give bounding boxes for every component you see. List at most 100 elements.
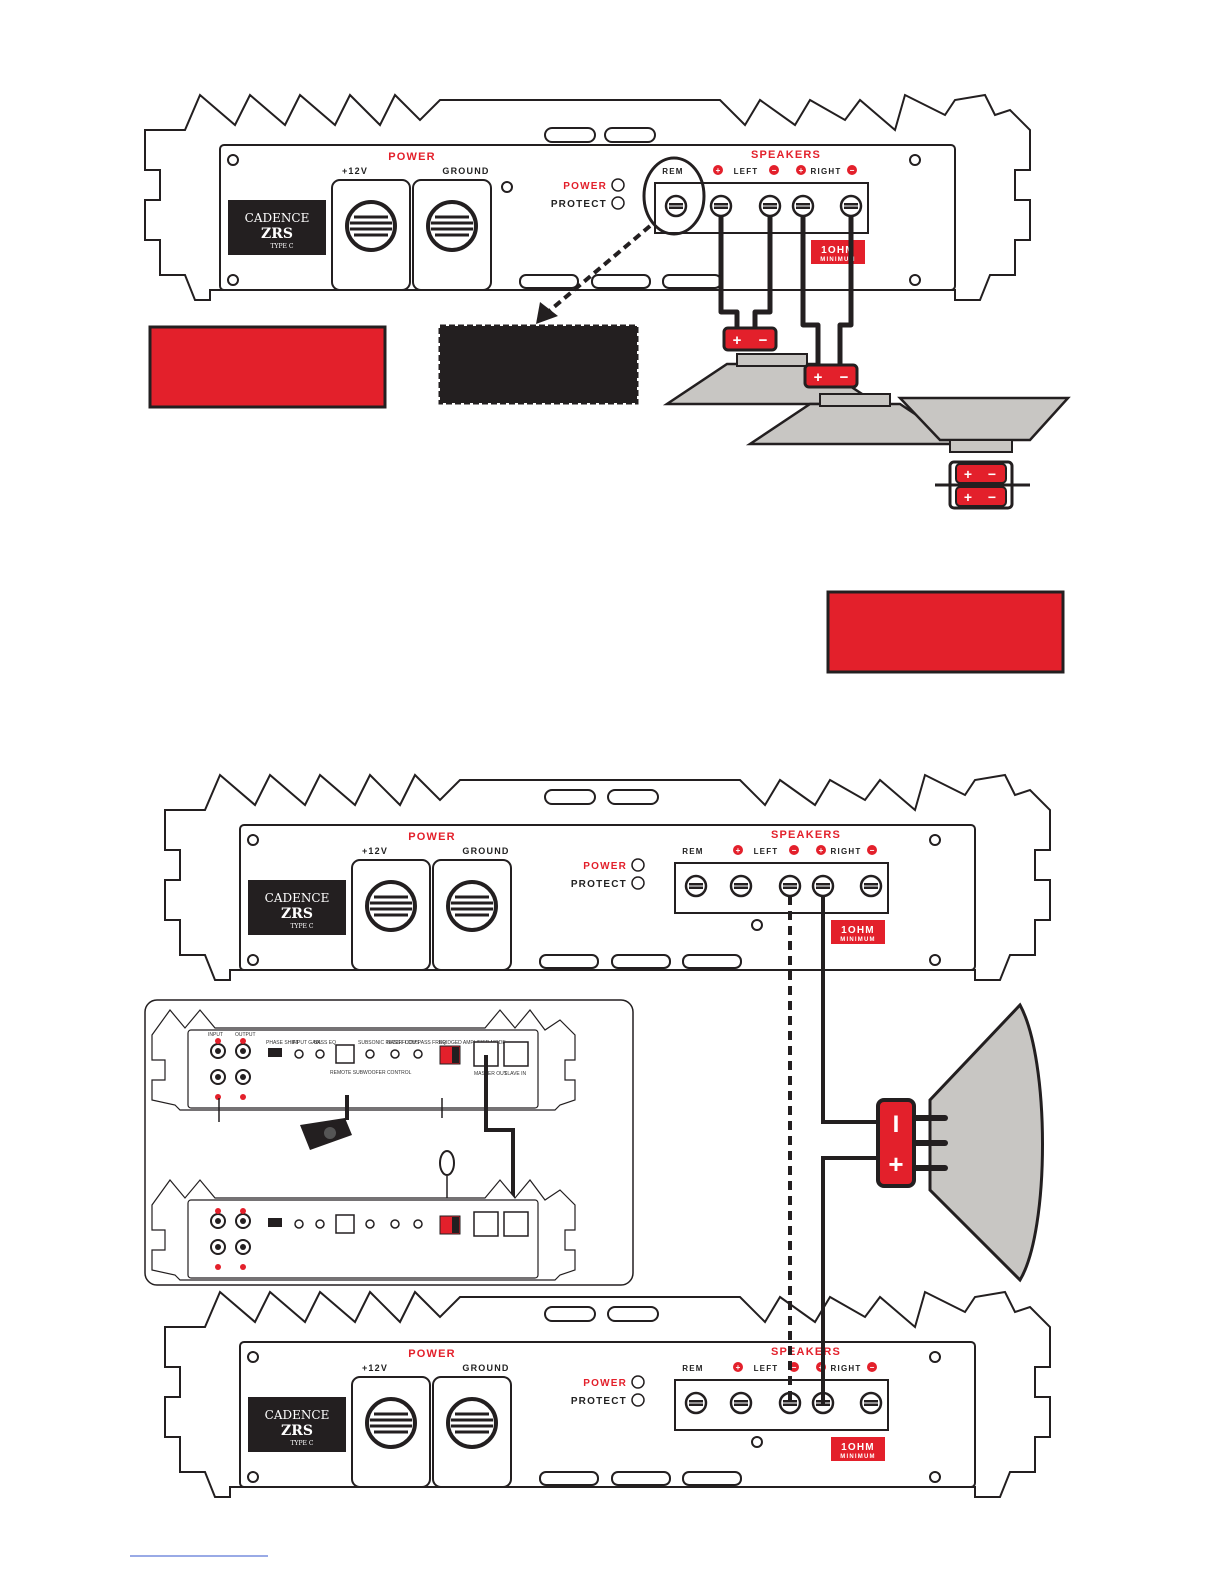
- svg-text:1OHM: 1OHM: [841, 1442, 875, 1453]
- svg-text:TYPE C: TYPE C: [291, 923, 314, 930]
- svg-text:MASTER OUT: MASTER OUT: [474, 1071, 507, 1077]
- svg-text:−: −: [792, 1363, 797, 1372]
- mini-amp-master: INPUT OUTPUT PHASE SHIFT INPUT GAIN BASS…: [151, 1009, 576, 1122]
- svg-text:INPUT GAIN: INPUT GAIN: [292, 1040, 321, 1046]
- power-section-label: POWER: [388, 151, 436, 163]
- svg-text:+: +: [799, 166, 804, 175]
- left-plus-terminal[interactable]: [709, 194, 733, 218]
- svg-text:+12V: +12V: [362, 846, 388, 856]
- subwoofer-large: I +: [876, 1002, 1044, 1283]
- svg-text:ZRS: ZRS: [261, 226, 293, 242]
- bridged-mode-highlight: [439, 1150, 455, 1176]
- svg-text:+: +: [733, 332, 742, 349]
- svg-text:BRIDGED AMPLIFIER MODE: BRIDGED AMPLIFIER MODE: [439, 1040, 506, 1046]
- svg-text:GROUND: GROUND: [462, 1363, 509, 1373]
- svg-text:1OHM: 1OHM: [841, 925, 875, 936]
- svg-text:REM: REM: [682, 1364, 703, 1373]
- svg-text:PROTECT: PROTECT: [571, 1396, 627, 1407]
- svg-text:BASS EQ: BASS EQ: [314, 1040, 336, 1046]
- svg-text:SPEAKERS: SPEAKERS: [771, 829, 841, 841]
- svg-text:−: −: [870, 1363, 875, 1372]
- svg-text:+: +: [964, 466, 972, 482]
- svg-text:ZRS: ZRS: [281, 1423, 313, 1439]
- svg-text:ZRS: ZRS: [281, 906, 313, 922]
- left-label: LEFT: [734, 167, 759, 176]
- svg-text:1OHM: 1OHM: [821, 245, 855, 256]
- amplifier-master: CADENCE ZRS TYPE C POWER +12V GROUND POW…: [164, 773, 1051, 981]
- link-cable: [484, 1055, 515, 1228]
- plus12v-label: +12V: [342, 166, 368, 176]
- svg-text:GROUND: GROUND: [462, 846, 509, 856]
- bridged-wiring: [788, 896, 880, 1405]
- ground-terminal[interactable]: [411, 178, 493, 292]
- power-led-label: POWER: [563, 181, 607, 192]
- svg-text:+: +: [819, 846, 824, 855]
- svg-text:CADENCE: CADENCE: [245, 211, 310, 225]
- right-minus-terminal[interactable]: [839, 194, 863, 218]
- rem-highlight-ring: [642, 156, 706, 236]
- svg-text:+: +: [736, 846, 741, 855]
- right-label: RIGHT: [811, 167, 842, 176]
- svg-text:RIGHT: RIGHT: [831, 847, 862, 856]
- svg-text:+: +: [888, 1149, 903, 1179]
- plus12v-terminal[interactable]: [330, 178, 412, 292]
- svg-text:+: +: [964, 489, 972, 505]
- amplifier-slave: CADENCE ZRS TYPE C POWER +12V GROUND POW…: [164, 1290, 1051, 1498]
- svg-text:LEFT: LEFT: [754, 1364, 779, 1373]
- svg-text:SLAVE IN: SLAVE IN: [504, 1071, 527, 1077]
- svg-text:BASS FOCUS: BASS FOCUS: [387, 1040, 420, 1046]
- svg-text:MINIMUM: MINIMUM: [840, 1454, 875, 1460]
- svg-text:−: −: [870, 846, 875, 855]
- svg-text:SPEAKERS: SPEAKERS: [771, 1346, 841, 1358]
- protect-led-label: PROTECT: [551, 199, 607, 210]
- speakers-label: SPEAKERS: [751, 149, 821, 161]
- amplifier-top: CADENCE ZRS TYPE C POWER +12V GROUND POW…: [144, 93, 1031, 324]
- svg-text:+: +: [814, 369, 823, 386]
- svg-text:−: −: [850, 166, 855, 175]
- power-led-icon: [611, 178, 625, 192]
- svg-text:−: −: [988, 489, 996, 505]
- svg-text:SUBSONIC FILTER: SUBSONIC FILTER: [358, 1040, 403, 1046]
- right-plus-terminal[interactable]: [791, 194, 815, 218]
- rem-terminal[interactable]: [664, 194, 688, 218]
- svg-text:−: −: [988, 466, 996, 482]
- svg-text:CADENCE: CADENCE: [265, 1408, 330, 1422]
- callout-red-right: [826, 590, 1065, 674]
- left-minus-terminal[interactable]: [758, 194, 782, 218]
- svg-text:PROTECT: PROTECT: [571, 879, 627, 890]
- top-speaker-wiring: [718, 216, 854, 365]
- svg-text:TYPE C: TYPE C: [271, 243, 294, 250]
- remote-bass-knob-icon: [300, 1095, 352, 1150]
- speaker-right-top: + −: [748, 363, 962, 446]
- svg-text:TYPE C: TYPE C: [291, 1440, 314, 1447]
- svg-text:−: −: [759, 332, 768, 349]
- rem-arrow: [546, 224, 652, 314]
- mini-amp-slave: [151, 1179, 576, 1281]
- ground-label: GROUND: [442, 166, 489, 176]
- svg-text:−: −: [840, 369, 849, 386]
- svg-text:POWER: POWER: [408, 831, 456, 843]
- speaker-left-top: + −: [665, 326, 879, 406]
- svg-text:INPUT: INPUT: [208, 1032, 223, 1038]
- svg-text:REMOTE SUBWOOFER CONTROL: REMOTE SUBWOOFER CONTROL: [330, 1070, 412, 1076]
- callout-red-left: [148, 325, 387, 409]
- mini-amp-inset: INPUT OUTPUT PHASE SHIFT INPUT GAIN BASS…: [144, 999, 634, 1286]
- svg-text:+: +: [716, 166, 721, 175]
- rem-label: REM: [662, 167, 683, 176]
- callout-dark-remote: [438, 324, 639, 405]
- svg-text:POWER: POWER: [583, 1378, 627, 1389]
- svg-text:I: I: [893, 1111, 900, 1138]
- svg-text:CADENCE: CADENCE: [265, 891, 330, 905]
- svg-text:MINIMUM: MINIMUM: [820, 257, 855, 263]
- svg-text:RIGHT: RIGHT: [831, 1364, 862, 1373]
- svg-text:REM: REM: [682, 847, 703, 856]
- svg-text:−: −: [772, 166, 777, 175]
- svg-text:POWER: POWER: [408, 1348, 456, 1360]
- svg-text:LOW PASS FREQ: LOW PASS FREQ: [405, 1040, 446, 1046]
- cadence-logo: CADENCE ZRS TYPE C: [228, 200, 326, 255]
- speaker-dual-voice-coil: + − + −: [897, 396, 1071, 510]
- impedance-badge: [811, 240, 865, 264]
- svg-text:+: +: [736, 1363, 741, 1372]
- svg-text:LEFT: LEFT: [754, 847, 779, 856]
